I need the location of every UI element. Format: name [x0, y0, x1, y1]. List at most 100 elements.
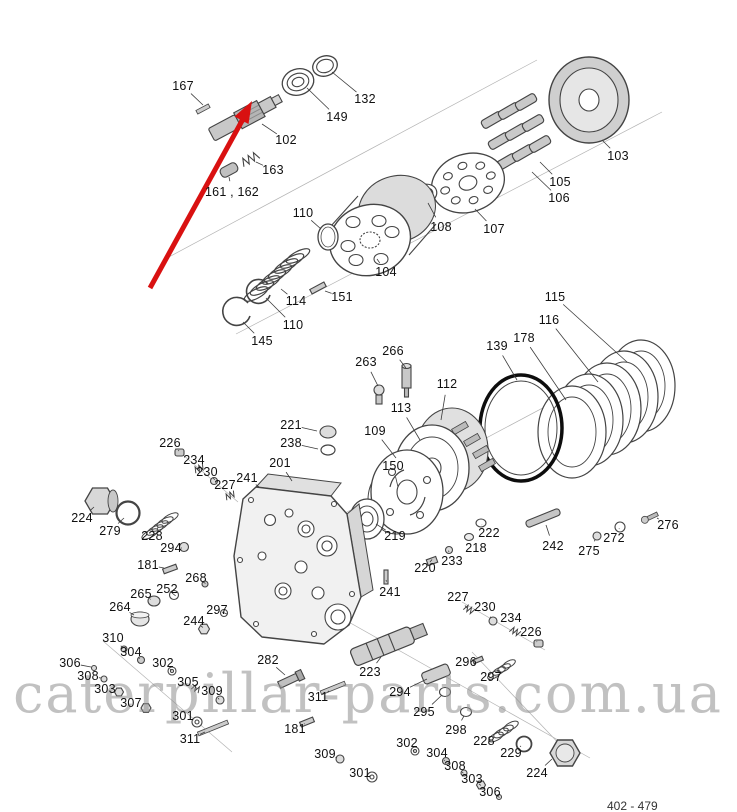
part-label-103: 103 [607, 149, 629, 163]
part-label-145: 145 [251, 334, 273, 348]
part-label-228: 228 [473, 734, 495, 748]
plate-109-shape [370, 449, 444, 535]
part-label-263: 263 [355, 355, 377, 369]
part-label-230: 230 [196, 465, 218, 479]
part-275-shape [592, 531, 602, 541]
pin-181-bottom-shape [298, 716, 316, 728]
seat-294-shape [178, 541, 190, 553]
bottom-assembly-shapes [90, 604, 581, 801]
ring-295-shape [438, 686, 452, 698]
part-label-296: 296 [455, 655, 477, 669]
part-label-106: 106 [548, 191, 570, 205]
disc-103-shape [548, 56, 630, 144]
pin-151-shape [309, 281, 327, 295]
o-ring-229-shape [515, 735, 533, 753]
part-label-234: 234 [183, 453, 205, 467]
part-label-305: 305 [177, 675, 199, 689]
spring-228-left-shape [141, 512, 179, 540]
part-label-304: 304 [426, 746, 448, 760]
part-label-110: 110 [282, 318, 304, 332]
cylinder-barrel-shape [328, 174, 437, 277]
part-label-265: 265 [130, 587, 152, 601]
retainer-plate-shape [431, 152, 505, 214]
watermark-text: caterpillar-parts.com.ua [13, 662, 723, 725]
pin-241-lower-shape [383, 569, 389, 585]
part-label-163: 163 [262, 163, 284, 177]
part-label-149: 149 [326, 110, 348, 124]
part-label-297: 297 [206, 603, 228, 617]
part-label-309: 309 [201, 684, 223, 698]
part-label-110: 110 [292, 206, 314, 220]
fitting-263-shape [373, 384, 385, 405]
part-label-108: 108 [430, 220, 452, 234]
part-297-left-shape [219, 608, 229, 618]
right-valve-chain-shapes [462, 604, 544, 648]
washer-272-shape [614, 521, 626, 533]
part-label-297: 297 [480, 670, 502, 684]
pin-311-left-shape [196, 719, 230, 737]
part-label-307: 307 [120, 696, 142, 710]
part-label-150: 150 [382, 459, 404, 473]
part-label-178: 178 [513, 331, 535, 345]
part-label-294: 294 [160, 541, 182, 555]
part-label-116: 116 [538, 313, 560, 327]
part-label-115: 115 [544, 290, 566, 304]
part-233-shape [444, 545, 454, 555]
part-label-241: 241 [236, 471, 258, 485]
part-label-230: 230 [474, 600, 496, 614]
plug-224-bottom-shape [549, 739, 581, 767]
part-label-107: 107 [483, 222, 505, 236]
part-label-139: 139 [486, 339, 508, 353]
part-label-268: 268 [185, 571, 207, 585]
part-label-222: 222 [478, 526, 500, 540]
part-label-272: 272 [603, 531, 625, 545]
bolt-282-shape [276, 668, 306, 689]
part-label-303: 303 [94, 682, 116, 696]
part-label-102: 102 [275, 133, 297, 147]
part-label-308: 308 [77, 669, 99, 683]
part-label-301: 301 [349, 766, 371, 780]
bottom-middle-chain-shapes [335, 746, 503, 801]
part-label-279: 279 [99, 524, 121, 538]
pin-167-shape [195, 103, 211, 115]
housing-201-shape [233, 473, 374, 645]
part-label-181: 181 [284, 722, 306, 736]
disc-265-shape [147, 595, 161, 607]
part-label-252: 252 [156, 582, 178, 596]
o-ring-279-shape [115, 500, 141, 526]
part-label-220: 220 [414, 561, 436, 575]
plug-221-shape [319, 425, 337, 439]
ring-222-shape [475, 518, 487, 528]
ring-218-shape [463, 532, 475, 542]
pin-181-left-shape [161, 563, 179, 575]
part-label-310: 310 [102, 631, 124, 645]
part-label-238: 238 [280, 436, 302, 450]
bottom-left-chain-shapes [90, 645, 225, 728]
ring-132-shape [312, 55, 338, 77]
part-label-219: 219 [384, 529, 406, 543]
part-label-113: 113 [390, 401, 412, 415]
part-label-114: 114 [285, 294, 307, 308]
part-label-201: 201 [269, 456, 291, 470]
top-assembly-shapes [195, 55, 630, 327]
part-label-302: 302 [396, 736, 418, 750]
piston-group-shape [480, 93, 552, 171]
part-label-309: 309 [314, 747, 336, 761]
disc-stack-shape [537, 339, 676, 479]
part-label-161-162: 161 , 162 [205, 185, 259, 199]
part-label-227: 227 [214, 478, 236, 492]
circlip-110-shape [245, 278, 271, 305]
part-label-224: 224 [71, 511, 93, 525]
part-label-229: 229 [500, 746, 522, 760]
part-label-264: 264 [109, 600, 131, 614]
red-pointer-arrow [147, 101, 252, 290]
part-label-295: 295 [413, 705, 435, 719]
pin-311-mid-shape [319, 680, 347, 696]
middle-assembly-shapes [84, 339, 676, 645]
part-label-181: 181 [137, 558, 159, 572]
part-label-221: 221 [280, 418, 302, 432]
part-label-311: 311 [307, 690, 329, 704]
